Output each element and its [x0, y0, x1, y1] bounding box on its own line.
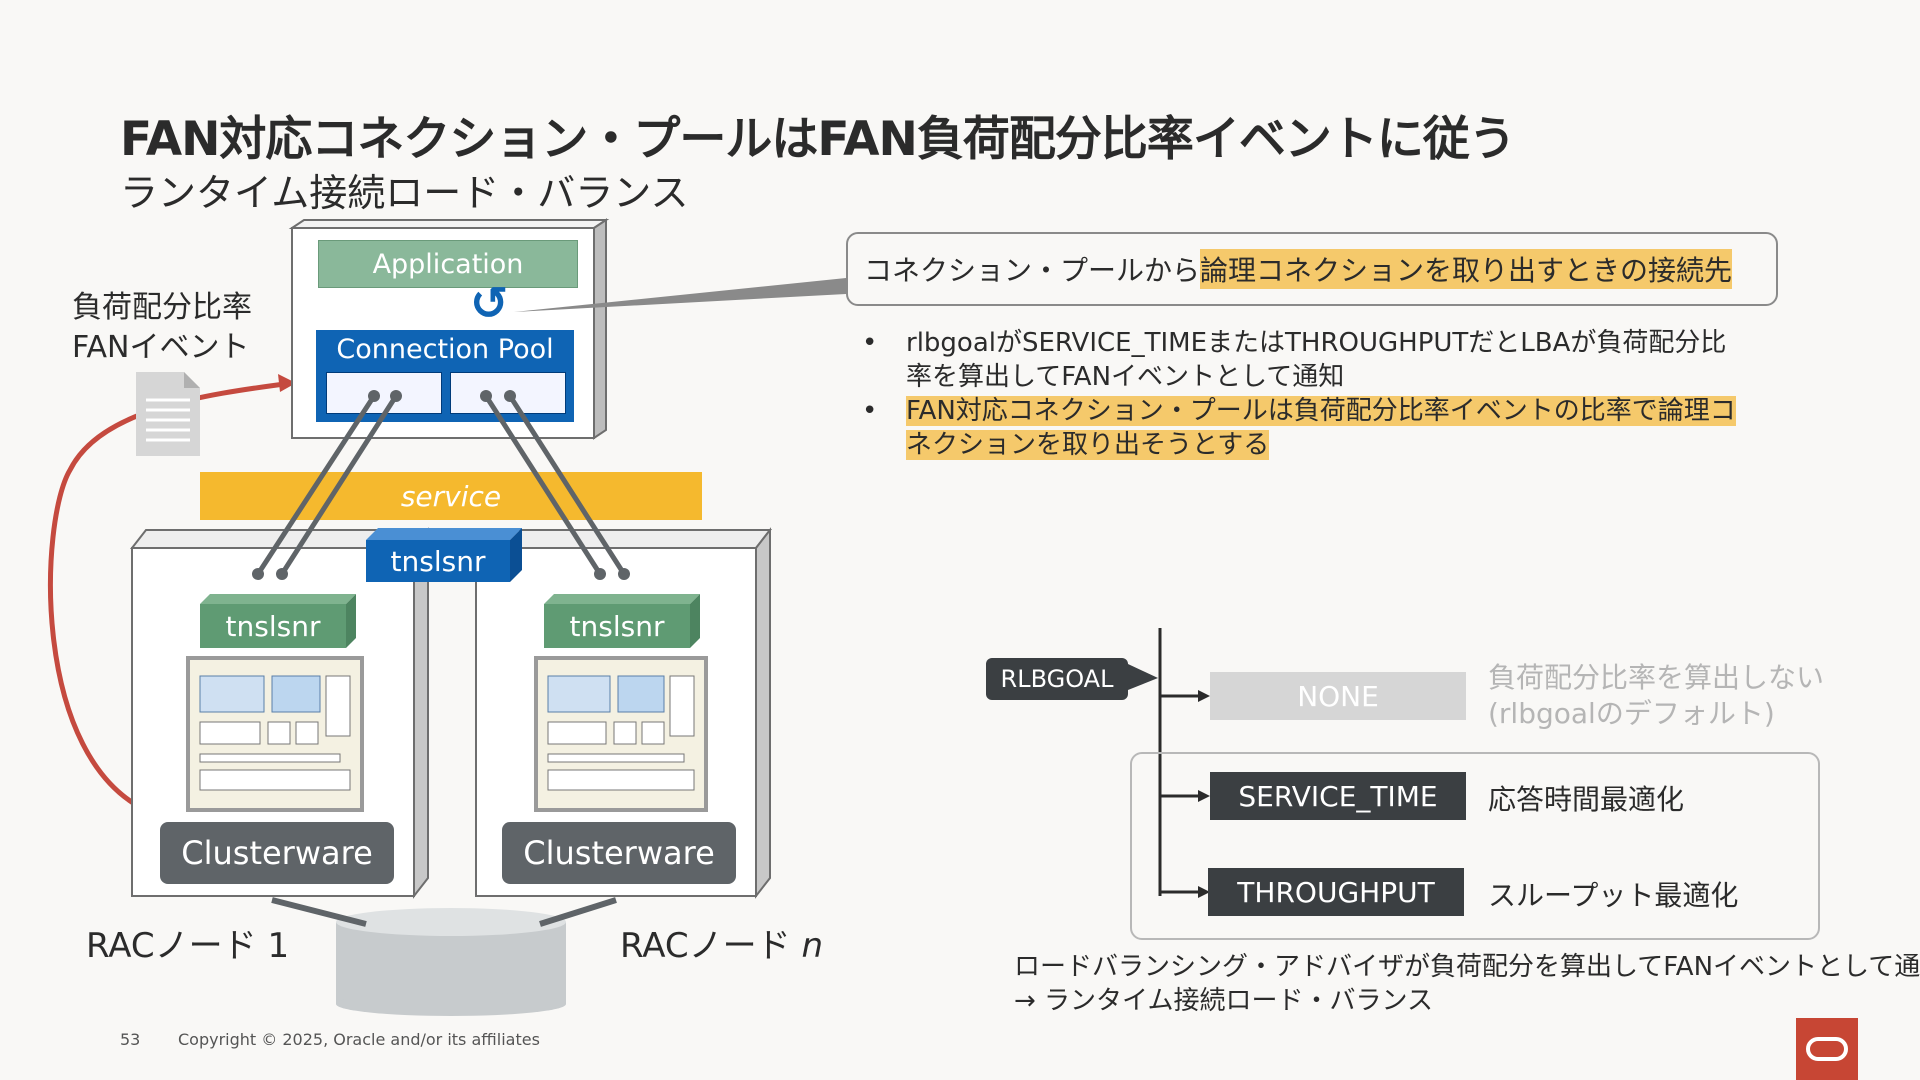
lba-note: ロードバランシング・アドバイザが負荷配分を算出してFANイベントとして通知 → …: [1014, 950, 1920, 1018]
callout-box: コネクション・プールから論理コネクションを取り出すときの接続先: [846, 232, 1778, 306]
option-none: NONE: [1210, 672, 1466, 720]
node1-listener-label: tnslsnr: [225, 609, 321, 643]
service-bar: service: [400, 479, 502, 513]
connection-pool-box: Connection Pool: [316, 330, 574, 422]
bullet-list: • rlbgoalがSERVICE_TIMEまたはTHROUGHPUTだとLBA…: [862, 326, 1742, 462]
service-bar-shape: [200, 472, 702, 520]
node2-label-prefix: RACノード: [620, 926, 802, 966]
connection-line: [255, 394, 377, 576]
node2-label: RACノード n: [620, 918, 823, 967]
node2-label-var: n: [801, 926, 824, 966]
node1-clusterware: Clusterware: [160, 822, 394, 884]
scan-listener-front: [366, 540, 510, 582]
rlbgoal-tag: RLBGOAL: [986, 658, 1128, 700]
callout-highlight: 論理コネクションを取り出すときの接続先: [1200, 249, 1733, 289]
callout-prefix: コネクション・プールから: [864, 254, 1201, 287]
node2-listener-front: [544, 604, 690, 648]
node2-listener-side: [690, 594, 700, 648]
connection-line: [483, 394, 603, 576]
node1-listener-front: [200, 604, 346, 648]
option-none-description-line1: 負荷配分比率を算出しない: [1488, 661, 1825, 694]
fan-event-arrow-head: [278, 374, 296, 392]
node2-storage-link: [539, 897, 617, 927]
application-box: Application: [318, 240, 578, 288]
bullet-item: • rlbgoalがSERVICE_TIMEまたはTHROUGHPUTだとLBA…: [862, 326, 1742, 394]
node2-clusterware: Clusterware: [502, 822, 736, 884]
fan-event-label-line2: FANイベント: [72, 330, 250, 365]
fan-event-label-line1: 負荷配分比率: [72, 290, 252, 325]
node2-architecture-thumbnail: [534, 656, 708, 812]
page-subtitle: ランタイム接続ロード・バランス: [120, 171, 689, 215]
bullet-text: rlbgoalがSERVICE_TIMEまたはTHROUGHPUTだとLBAが負…: [906, 328, 1727, 392]
option-throughput-description: スループット最適化: [1488, 879, 1739, 912]
copyright: Copyright © 2025, Oracle and/or its affi…: [178, 1030, 540, 1049]
fan-event-label: 負荷配分比率 FANイベント: [72, 288, 252, 368]
page-number: 53: [120, 1030, 141, 1049]
scan-listener-side: [510, 528, 522, 582]
rlb-enabled-group: [1130, 752, 1820, 940]
shared-storage-disk: [336, 908, 566, 1016]
oracle-logo: [1796, 1018, 1858, 1080]
connection-line: [507, 394, 627, 576]
connection-pool-label: Connection Pool: [336, 334, 554, 365]
rlbgoal-tag-pointer: [1128, 664, 1158, 690]
node1-label: RACノード 1: [86, 926, 290, 966]
option-throughput: THROUGHPUT: [1208, 868, 1464, 916]
node1-listener-top: [200, 594, 356, 604]
option-service-time-description: 応答時間最適化: [1488, 783, 1685, 816]
option-none-description-line2: (rlbgoalのデフォルト): [1488, 697, 1775, 730]
lba-note-line1: ロードバランシング・アドバイザが負荷配分を算出してFANイベントとして通知: [1014, 952, 1920, 982]
page-title: FAN対応コネクション・プールはFAN負荷配分比率イベントに従う: [120, 112, 1516, 167]
lba-note-line2: → ランタイム接続ロード・バランス: [1014, 986, 1434, 1016]
node2-listener-label: tnslsnr: [569, 609, 665, 643]
bullet-item: • FAN対応コネクション・プールは負荷配分比率イベントの比率で論理コネクション…: [862, 394, 1742, 462]
node1-storage-link: [271, 897, 367, 927]
callout-pointer: [514, 278, 846, 312]
scan-listener-top: [366, 528, 522, 540]
node1-listener-side: [346, 594, 356, 648]
option-none-description: 負荷配分比率を算出しない (rlbgoalのデフォルト): [1488, 660, 1824, 732]
document-icon: [136, 372, 200, 456]
return-arrow-icon: ↺: [470, 276, 509, 330]
oracle-logo-icon: [1806, 1037, 1848, 1061]
connection-line: [279, 394, 399, 576]
node2-listener-top: [544, 594, 700, 604]
node1-architecture-thumbnail: [186, 656, 364, 812]
bullet-text: FAN対応コネクション・プールは負荷配分比率イベントの比率で論理コネクションを取…: [906, 396, 1736, 460]
option-service-time: SERVICE_TIME: [1210, 772, 1466, 820]
bullet-dot: •: [862, 328, 878, 358]
scan-listener-label: tnslsnr: [390, 544, 486, 578]
bullet-dot: •: [862, 396, 878, 426]
